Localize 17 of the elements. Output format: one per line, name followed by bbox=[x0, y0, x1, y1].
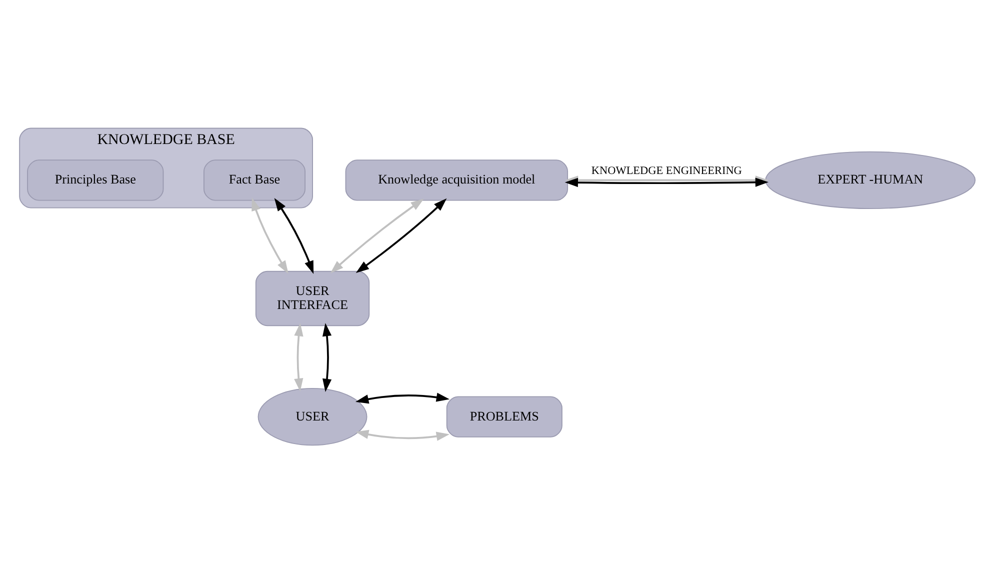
arrow bbox=[252, 197, 288, 274]
node-box: USER INTERFACE bbox=[255, 270, 370, 326]
arrow bbox=[355, 392, 450, 404]
node-box: Knowledge acquisition model bbox=[345, 159, 568, 200]
node-box: Fact Base bbox=[203, 159, 306, 200]
node-ellipse: EXPERT -HUMAN bbox=[765, 150, 976, 209]
node-box: PROBLEMS bbox=[446, 396, 562, 437]
node-box: Principles Base bbox=[27, 159, 164, 200]
arrow bbox=[356, 198, 447, 272]
arrow bbox=[322, 322, 332, 392]
arrow bbox=[330, 198, 424, 273]
arrow bbox=[294, 322, 304, 392]
arrow bbox=[355, 429, 450, 440]
arrow bbox=[274, 198, 314, 274]
arrow bbox=[564, 177, 768, 187]
edge-label: KNOWLEDGE ENGINEERING bbox=[591, 164, 742, 177]
node-ellipse: USER bbox=[258, 387, 368, 446]
